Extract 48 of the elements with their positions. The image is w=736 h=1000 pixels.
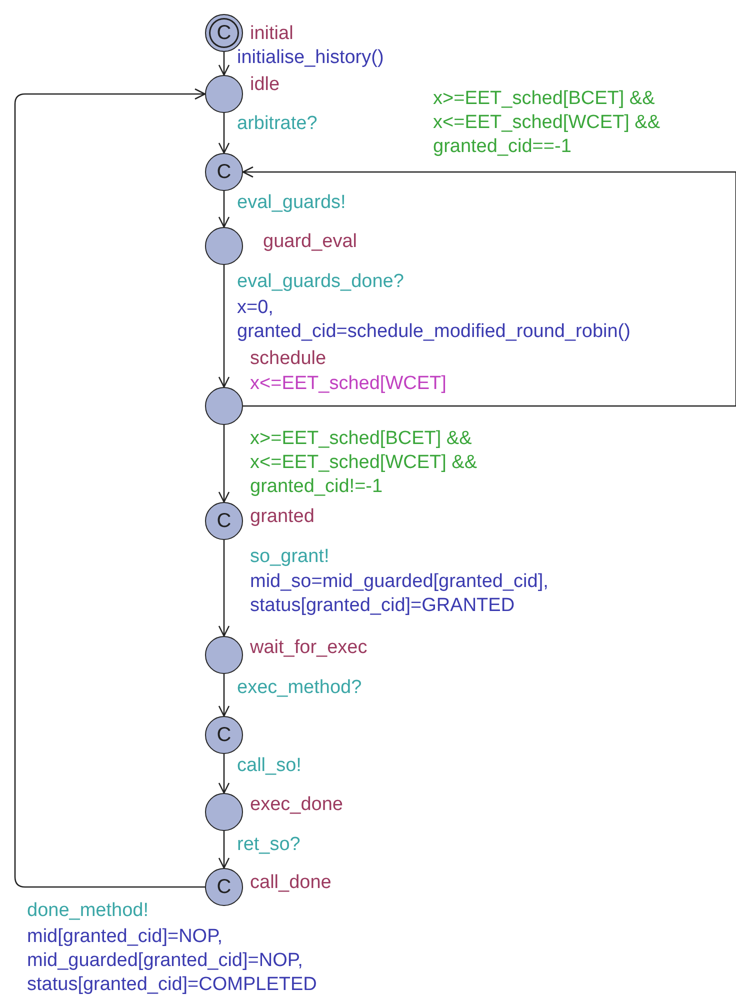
update-label: mid[granted_cid]=NOP, mid_guarded[granted_cid]=NOP, status[granted_cid]=COMPLETED [27, 925, 318, 997]
location-name: initial [250, 22, 294, 46]
committed-location [205, 868, 243, 906]
guard-label: x>=EET_sched[BCET] && x<=EET_sched[WCET] && granted_cid==-1 [433, 87, 662, 159]
committed-location [205, 716, 243, 754]
location-circle [205, 793, 243, 831]
sync-label: done_method! [27, 899, 148, 923]
location-circle [205, 636, 243, 674]
location-name: granted [250, 505, 314, 529]
committed-location [205, 502, 243, 540]
transition-arrow [218, 113, 230, 154]
sync-label: arbitrate? [237, 112, 318, 136]
transition-arrow [218, 265, 230, 388]
transition-arrow [242, 166, 736, 407]
sync-label: ret_so? [237, 833, 300, 857]
transition-arrow [218, 191, 230, 228]
location-name: schedule [250, 347, 326, 371]
location-circle [205, 387, 243, 425]
update-label: initialise_history() [237, 46, 384, 70]
location-circle [205, 227, 243, 265]
location-name: call_done [250, 871, 332, 895]
sync-label: eval_guards! [237, 191, 346, 215]
committed-mark: C [216, 877, 232, 897]
transition-arrow [14, 88, 206, 888]
transition-arrow [218, 674, 230, 717]
committed-location [205, 153, 243, 191]
sync-label: eval_guards_done? [237, 270, 404, 294]
committed-mark: C [216, 162, 232, 182]
location-name: exec_done [250, 793, 343, 817]
committed-mark: C [216, 725, 232, 745]
transition-arrow [218, 831, 230, 869]
transition-arrow [218, 425, 230, 503]
guard-label: x>=EET_sched[BCET] && x<=EET_sched[WCET] && granted_cid!=-1 [250, 427, 478, 499]
update-label: x=0, granted_cid=schedule_modified_round_robin() [237, 296, 632, 344]
sync-label: exec_method? [237, 676, 362, 700]
committed-mark: C [216, 23, 232, 43]
location-name: wait_for_exec [250, 636, 368, 660]
location-circle [205, 75, 243, 113]
location-name: guard_eval [263, 230, 358, 254]
sync-label: so_grant! [250, 545, 330, 569]
sync-label: call_so! [237, 754, 302, 778]
transition-arrow [218, 754, 230, 794]
update-label: mid_so=mid_guarded[granted_cid], status[granted_cid]=GRANTED [250, 570, 550, 618]
invariant-label: x<=EET_sched[WCET] [250, 372, 446, 396]
transition-arrow [218, 540, 230, 637]
committed-mark: C [216, 511, 232, 531]
transition-arrow [218, 52, 230, 76]
location-name: idle [250, 73, 280, 97]
